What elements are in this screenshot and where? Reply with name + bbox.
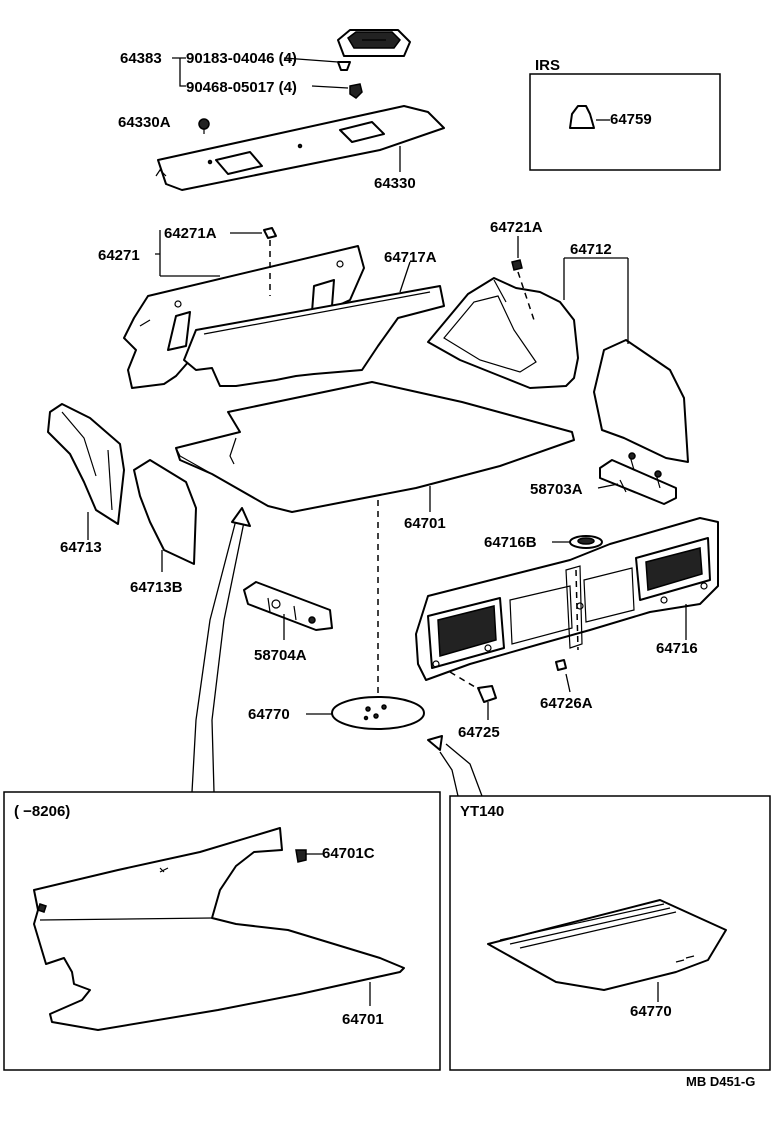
clip-64271A	[263, 227, 277, 239]
package-tray-64330	[155, 105, 445, 191]
label-64271: 64271	[98, 247, 140, 264]
clip-64701C	[295, 849, 307, 863]
label-64713B: 64713B	[130, 579, 183, 596]
bracket-58704A	[243, 581, 333, 631]
back-panel-64716	[415, 517, 719, 681]
side-panel-64712	[593, 339, 689, 463]
label-58704A: 58704A	[254, 647, 307, 664]
inset-2-title: YT140	[460, 803, 504, 820]
clip-90468	[349, 83, 363, 99]
label-90183: 90183-04046 (4)	[186, 50, 297, 67]
label-90468: 90468-05017 (4)	[186, 79, 297, 96]
label-64726A: 64726A	[540, 695, 593, 712]
arrow-inset-1	[191, 507, 251, 793]
inset-1-box: ( −8206) 64701C 64701	[3, 791, 441, 1071]
inset-1-mat-64701	[33, 827, 405, 1031]
inset-2-cover-64770	[487, 899, 727, 991]
inset-1-label-64701: 64701	[342, 1011, 384, 1028]
clip-64721A	[511, 259, 523, 271]
clip-64726A	[555, 659, 567, 671]
side-trim-64712	[427, 277, 579, 389]
reference-code: MB D451-G	[686, 1074, 755, 1089]
label-64770: 64770	[248, 706, 290, 723]
clip-64330A	[198, 118, 210, 134]
label-64701: 64701	[404, 515, 446, 532]
irs-box: IRS 64759	[529, 57, 721, 171]
label-64383: 64383	[120, 50, 162, 67]
label-64330: 64330	[374, 175, 416, 192]
trunk-mat-64701	[175, 381, 575, 513]
cover-64770	[331, 696, 425, 730]
label-64725: 64725	[458, 724, 500, 741]
inset-2-label-64770: 64770	[630, 1003, 672, 1020]
label-58703A: 58703A	[530, 481, 583, 498]
label-64271A: 64271A	[164, 225, 217, 242]
label-64330A: 64330A	[118, 114, 171, 131]
cover-64716B	[569, 535, 603, 549]
trim-64713B	[133, 459, 197, 565]
label-64701C: 64701C	[322, 845, 375, 862]
trim-64717A	[183, 285, 445, 387]
label-64713: 64713	[60, 539, 102, 556]
arrow-inset-2	[427, 735, 483, 797]
label-64721A: 64721A	[490, 219, 543, 236]
label-64716: 64716	[656, 640, 698, 657]
inset-2-box: YT140 64770	[449, 795, 771, 1071]
label-64717A: 64717A	[384, 249, 437, 266]
trim-64713	[47, 403, 125, 525]
inset-1-title: ( −8206)	[14, 803, 70, 820]
label-64759: 64759	[610, 111, 652, 128]
label-64716B: 64716B	[484, 534, 537, 551]
clip-64725	[477, 685, 497, 703]
cover-64383	[337, 29, 411, 57]
label-64712: 64712	[570, 241, 612, 258]
irs-title: IRS	[535, 57, 560, 74]
screw-90183	[337, 61, 351, 71]
bracket-58703A	[599, 452, 677, 505]
